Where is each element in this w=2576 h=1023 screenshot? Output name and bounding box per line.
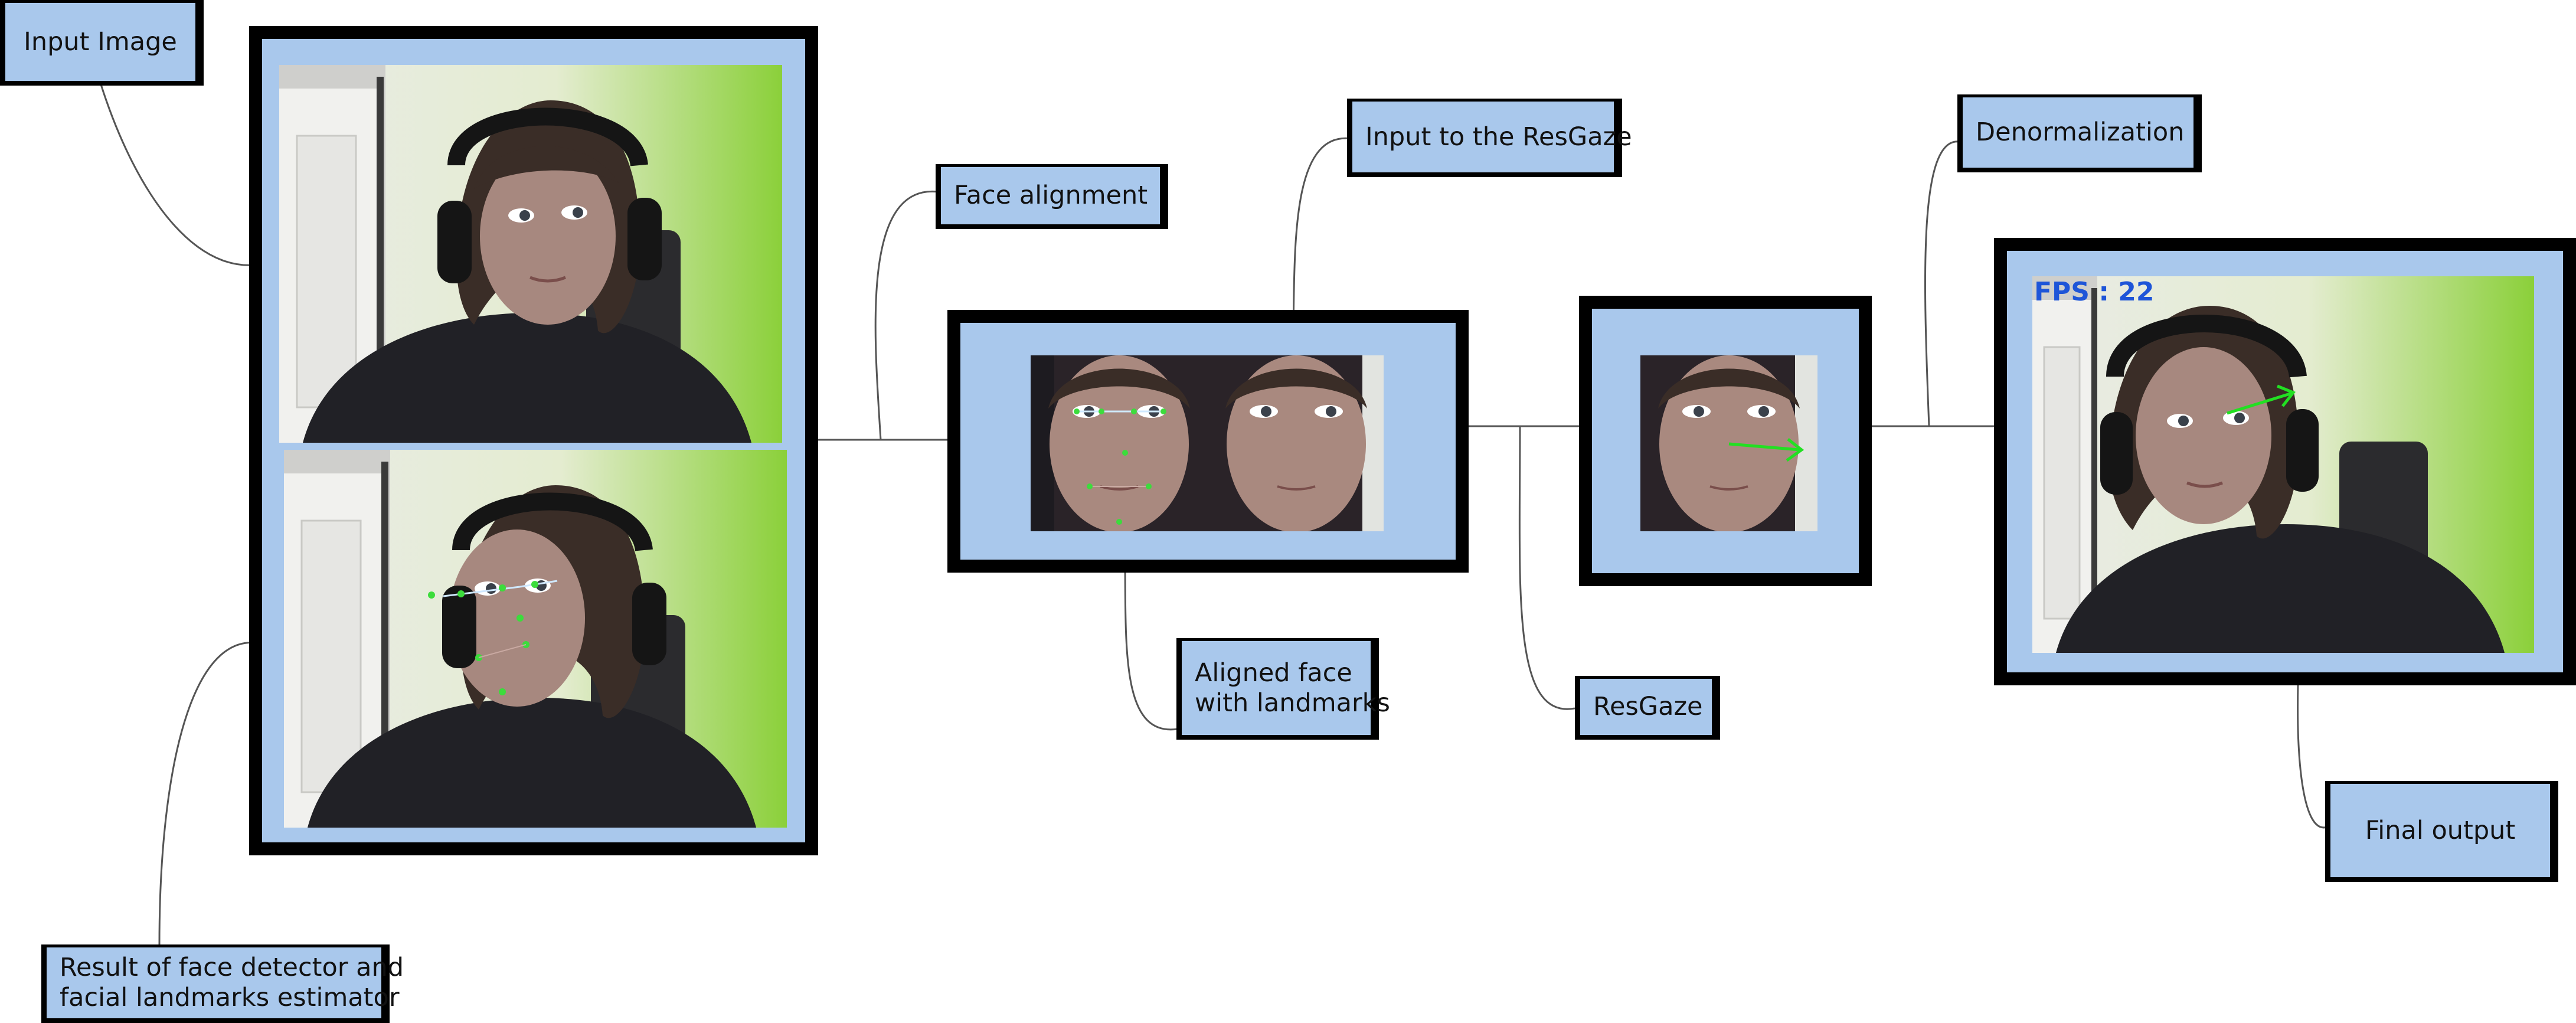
face-alignment-label: Face alignment <box>936 164 1168 229</box>
input-to-resgaze-label: Input to the ResGaze <box>1347 99 1632 177</box>
aligned-face-label: Aligned face with landmarks <box>1176 638 1390 740</box>
aligned-face-with-landmarks-photo <box>1031 355 1208 531</box>
resgaze-frame <box>1579 296 1872 586</box>
input-image-label: Input Image <box>0 0 204 86</box>
final-output-label: Final output <box>2325 781 2558 882</box>
input-image-photo <box>279 65 782 443</box>
final-output-photo <box>2032 276 2534 653</box>
fps-counter: FPS : 22 <box>2034 277 2155 307</box>
detector-result-photo <box>284 450 787 828</box>
resgaze-input-face-photo <box>1208 355 1384 531</box>
denormalization-label: Denormalization <box>1957 94 2202 172</box>
detector-result-label: Result of face detector and facial landm… <box>41 944 404 1023</box>
gaze-prediction-photo <box>1640 355 1817 531</box>
resgaze-label: ResGaze <box>1575 676 1720 740</box>
